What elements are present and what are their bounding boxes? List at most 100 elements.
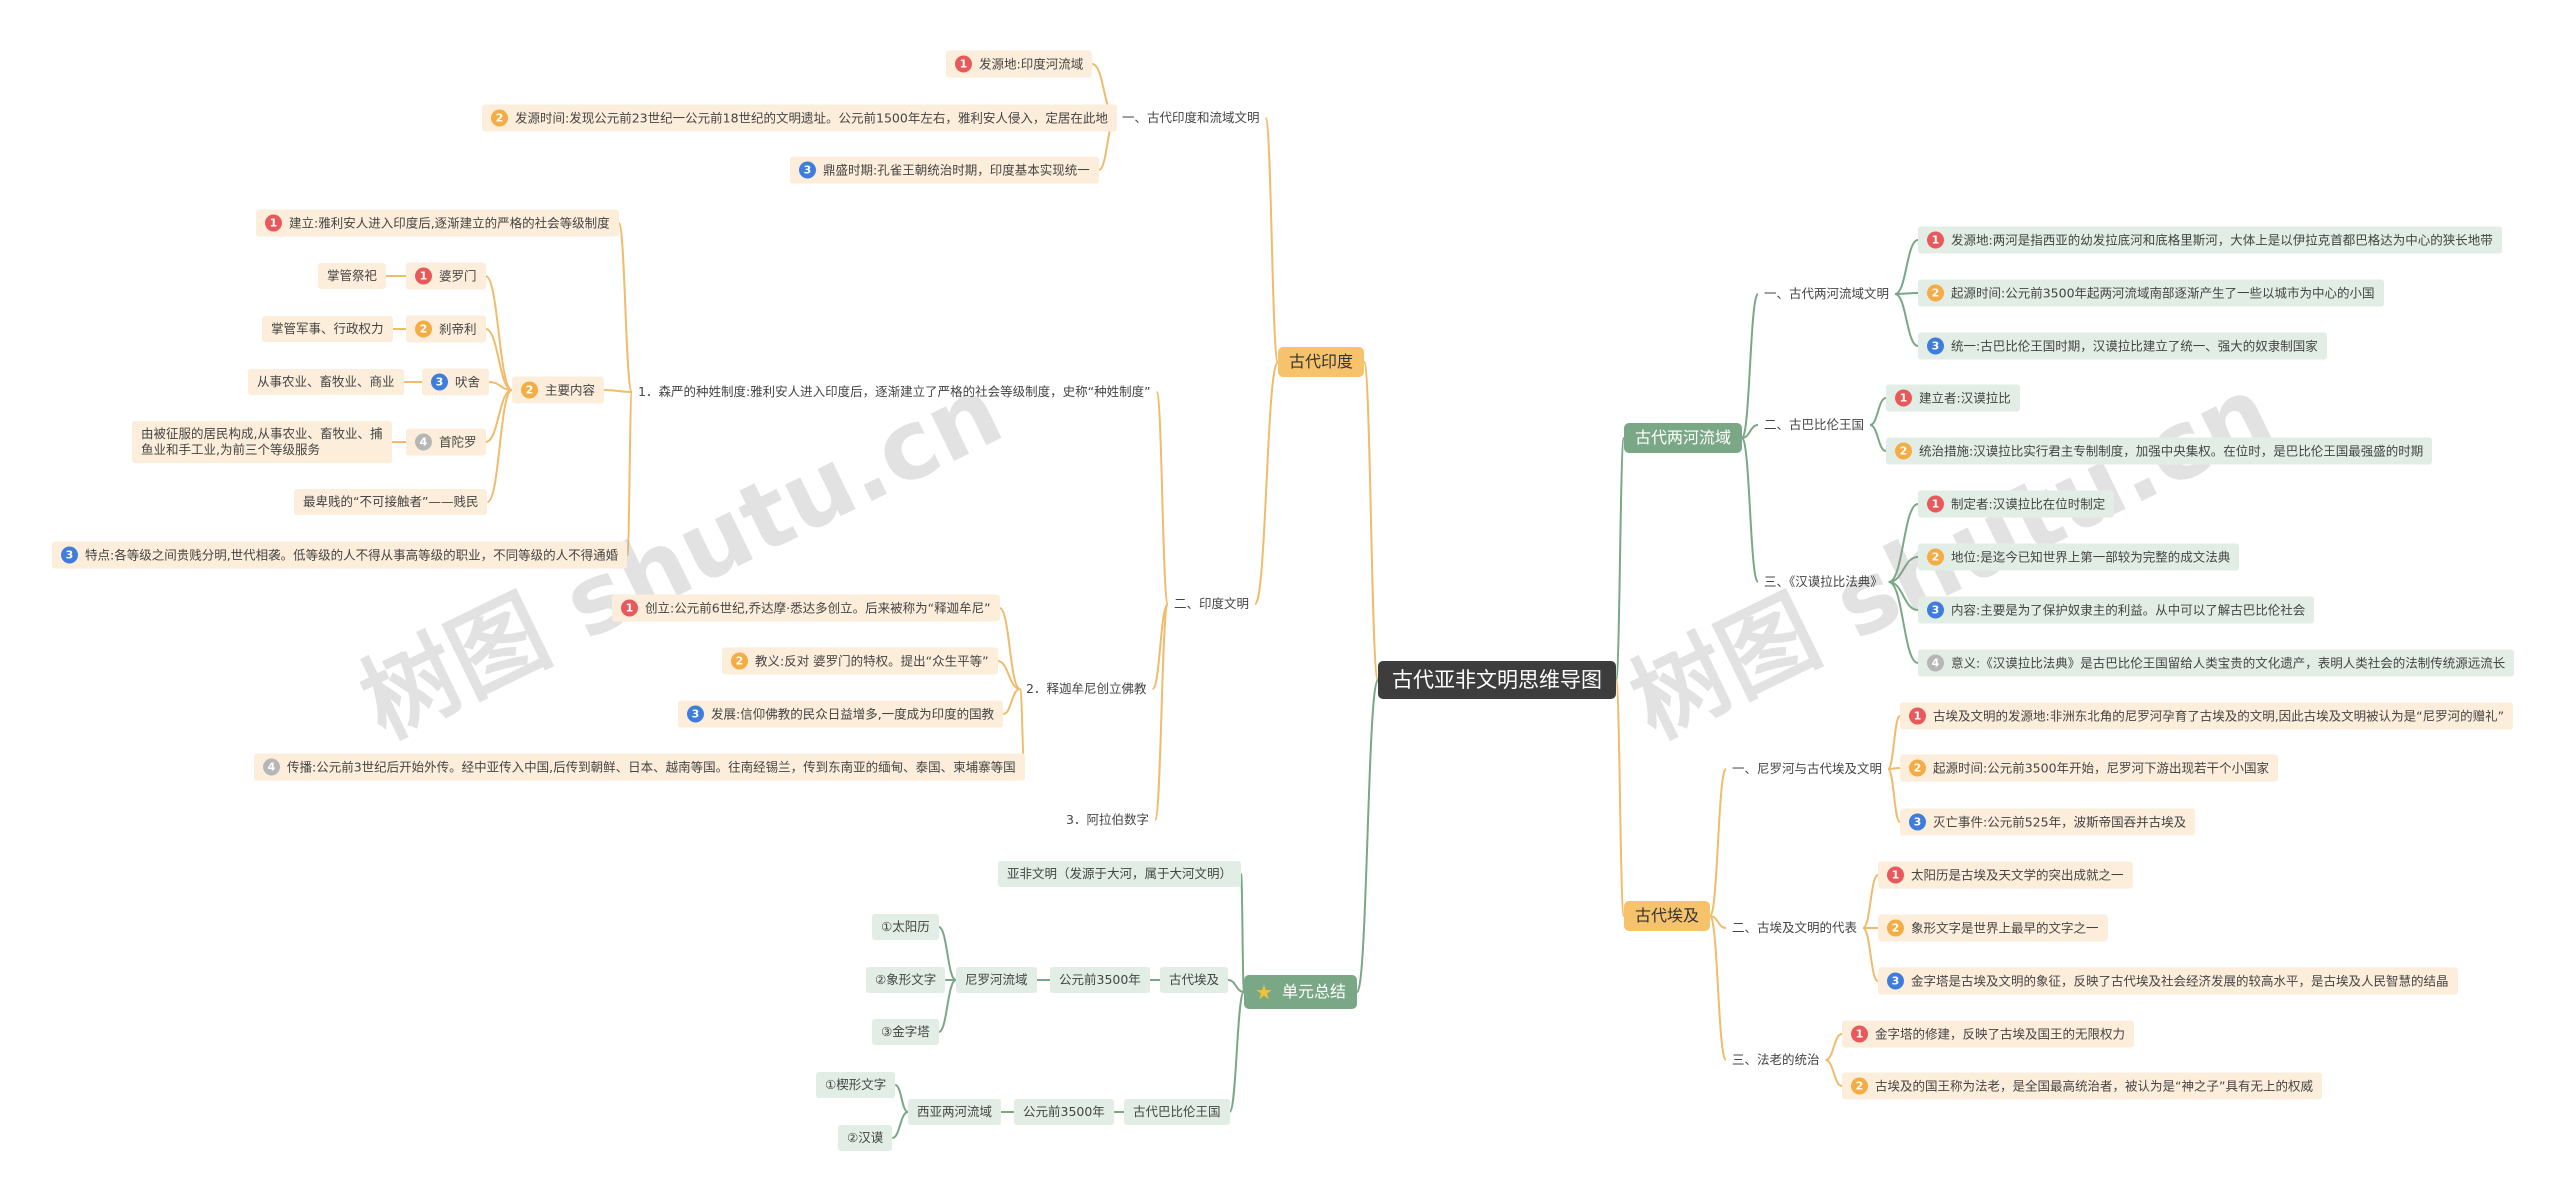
connector-india-buddhism xyxy=(1151,603,1169,690)
connector-caste-establish xyxy=(617,222,633,393)
connector-summary-babylon-item-1 xyxy=(894,1084,909,1113)
india-arabic-numerals[interactable]: 3．阿拉伯数字 xyxy=(1066,812,1149,827)
summary-babylon-item-2[interactable]: ②汉谟 xyxy=(838,1125,893,1151)
root-topic[interactable]: 古代亚非文明思维导图 xyxy=(1378,661,1616,699)
badge-3-icon: 3 xyxy=(1927,337,1944,355)
summary-babylon-time[interactable]: 公元前3500年 xyxy=(1014,1099,1114,1125)
topic-mesopotamia[interactable]: 古代两河流域 xyxy=(1624,423,1743,453)
connector-meso-s1-item-3 xyxy=(1894,293,1919,347)
connector-egypt-s3-item-1 xyxy=(1825,1033,1843,1061)
badge-2-icon: 2 xyxy=(491,109,508,127)
connector-egypt-section-2 xyxy=(1709,915,1727,929)
summary-babylon-item-1[interactable]: ①楔形文字 xyxy=(816,1072,896,1098)
topic-unit-summary[interactable]: ★单元总结 xyxy=(1244,975,1358,1009)
meso-section-1[interactable]: 一、古代两河流域文明 xyxy=(1764,286,1890,301)
badge-1-icon: 1 xyxy=(1887,866,1904,884)
egypt-section-1[interactable]: 一、尼罗河与古代埃及文明 xyxy=(1732,761,1883,776)
topic-ancient-india[interactable]: 古代印度 xyxy=(1278,347,1365,377)
connector-summary-babylon xyxy=(1228,991,1245,1113)
badge-3-icon: 3 xyxy=(1887,972,1904,990)
caste-shudra-desc[interactable]: 由被征服的居民构成,从事农业、畜牧业、捕鱼业和手工业,为前三个等级服务 xyxy=(132,421,392,463)
connector-egypt-s1-item-2 xyxy=(1888,767,1901,770)
connector-buddha-development xyxy=(1002,688,1021,715)
badge-1-icon: 1 xyxy=(1895,389,1912,407)
summary-egypt-item-2[interactable]: ②象形文字 xyxy=(866,967,946,993)
badge-3-icon: 3 xyxy=(61,546,78,564)
summary-egypt-item-1[interactable]: ①太阳历 xyxy=(872,914,939,940)
connector-topic-mesopotamia xyxy=(1615,437,1625,681)
india-buddhism[interactable]: 2．释迦牟尼创立佛教 xyxy=(1026,681,1147,696)
badge-1-icon: 1 xyxy=(415,267,432,285)
badge-4-icon: 4 xyxy=(263,758,280,776)
badge-1-icon: 1 xyxy=(1909,707,1926,725)
summary-egypt-river[interactable]: 尼罗河流域 xyxy=(956,967,1037,993)
summary-afro-asian[interactable]: 亚非文明（发源于大河，属于大河文明） xyxy=(998,861,1242,887)
meso-section-2[interactable]: 二、古巴比伦王国 xyxy=(1764,417,1865,432)
connector-india-section-1 xyxy=(1264,117,1279,363)
caste-kshatriya-desc[interactable]: 掌管军事、行政权力 xyxy=(262,316,393,342)
connector-meso-s1-item-1 xyxy=(1894,239,1919,295)
badge-3-icon: 3 xyxy=(431,373,448,391)
badge-4-icon: 4 xyxy=(1927,654,1944,672)
summary-egypt-time[interactable]: 公元前3500年 xyxy=(1050,967,1150,993)
connector-meso-s3-item-1 xyxy=(1888,503,1919,583)
summary-babylon[interactable]: 古代巴比伦王国 xyxy=(1124,1099,1230,1125)
connector-buddha-doctrine xyxy=(997,660,1021,690)
connector-egypt-s2-item-3 xyxy=(1862,927,1879,982)
badge-2-icon: 2 xyxy=(731,652,748,670)
caste-untouchables[interactable]: 最卑贱的“不可接触者”——贱民 xyxy=(294,489,488,515)
summary-egypt[interactable]: 古代埃及 xyxy=(1160,967,1229,993)
india-section-1[interactable]: 一、古代印度和流域文明 xyxy=(1122,110,1260,125)
summary-babylon-river[interactable]: 西亚两河流域 xyxy=(908,1099,1002,1125)
badge-1-icon: 1 xyxy=(621,599,638,617)
connector-egypt-s2-item-1 xyxy=(1862,874,1879,929)
connector-india-caste-system xyxy=(1155,391,1169,605)
meso-section-3[interactable]: 三、《汉谟拉比法典》 xyxy=(1764,574,1883,589)
india-caste-system[interactable]: 1．森严的种姓制度:雅利安人进入印度后，逐渐建立了严格的社会等级制度，史称“种姓… xyxy=(638,384,1151,399)
badge-2-icon: 2 xyxy=(521,381,538,399)
badge-3-icon: 3 xyxy=(687,705,704,723)
egypt-section-3[interactable]: 三、法老的统治 xyxy=(1732,1052,1820,1067)
caste-brahmin-desc[interactable]: 掌管祭祀 xyxy=(318,263,387,289)
egypt-section-2[interactable]: 二、古埃及文明的代表 xyxy=(1732,920,1858,935)
connector-caste-feature xyxy=(626,391,633,556)
topic-ancient-egypt[interactable]: 古代埃及 xyxy=(1624,901,1711,931)
caste-vaishya-desc[interactable]: 从事农业、畜牧业、商业 xyxy=(248,369,404,395)
badge-1-icon: 1 xyxy=(1927,495,1944,513)
summary-egypt-item-3[interactable]: ③金字塔 xyxy=(872,1019,939,1045)
connector-meso-s2-item-1 xyxy=(1869,397,1887,426)
india-section-2[interactable]: 二、印度文明 xyxy=(1174,596,1250,611)
